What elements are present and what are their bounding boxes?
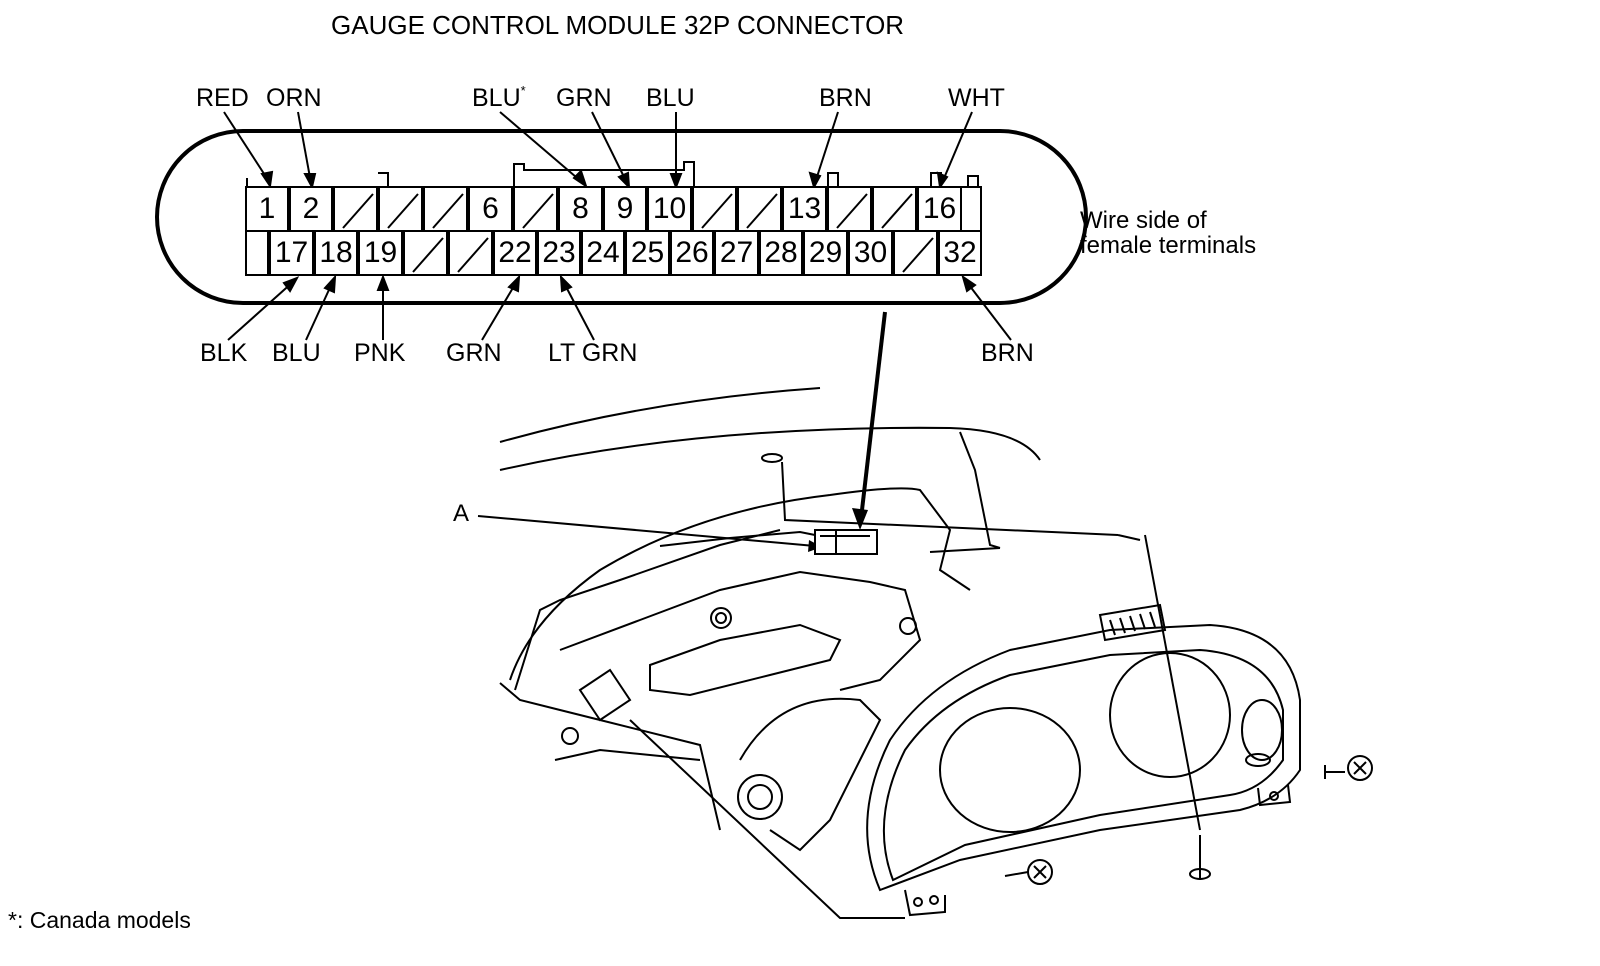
top-leaders	[223, 111, 973, 190]
wire-label-brn: BRN	[981, 339, 1034, 367]
callout-a: A	[453, 500, 470, 527]
footnote: *: Canada models	[8, 907, 191, 933]
terminal-empty	[403, 230, 448, 276]
terminal-empty	[692, 186, 737, 232]
terminal-1: 1	[245, 186, 289, 232]
wire-label-brn: BRN	[819, 84, 872, 112]
terminal-24: 24	[581, 230, 625, 276]
terminal-26: 26	[670, 230, 714, 276]
wire-label-blk: BLK	[200, 339, 248, 367]
wire-label-blu-canada: BLU*	[472, 83, 526, 112]
wire-label-lt-grn: LT GRN	[548, 339, 638, 367]
terminal-25: 25	[625, 230, 670, 276]
terminal-30: 30	[848, 230, 893, 276]
terminal-27: 27	[714, 230, 759, 276]
terminal-8: 8	[558, 186, 603, 232]
terminal-empty	[893, 230, 938, 276]
terminal-13: 13	[782, 186, 827, 232]
terminal-empty	[378, 186, 423, 232]
terminal-17: 17	[269, 230, 314, 276]
terminal-16: 16	[917, 186, 962, 232]
terminal-10: 10	[647, 186, 692, 232]
wire-label-wht: WHT	[948, 84, 1005, 112]
wire-label-grn: GRN	[556, 84, 612, 112]
connector-housing	[155, 129, 1088, 305]
terminal-28: 28	[759, 230, 803, 276]
terminal-23: 23	[537, 230, 581, 276]
dashboard-illustration	[499, 387, 1373, 919]
wire-label-orn: ORN	[266, 84, 322, 112]
wire-label-grn: GRN	[446, 339, 502, 367]
terminal-empty	[872, 186, 917, 232]
terminal-empty	[448, 230, 493, 276]
bottom-leaders	[227, 274, 1012, 341]
view-label-line-1: Wire side of	[1080, 207, 1207, 234]
terminal-6: 6	[468, 186, 513, 232]
terminal-empty	[333, 186, 378, 232]
terminal-9: 9	[603, 186, 647, 232]
wire-label-pnk: PNK	[354, 339, 406, 367]
terminal-empty	[423, 186, 468, 232]
terminal-2: 2	[289, 186, 333, 232]
terminal-32: 32	[938, 230, 982, 276]
wire-label-red: RED	[196, 84, 249, 112]
terminal-empty	[513, 186, 558, 232]
terminal-29: 29	[803, 230, 848, 276]
terminal-22: 22	[493, 230, 537, 276]
diagram-title: GAUGE CONTROL MODULE 32P CONNECTOR	[331, 10, 905, 40]
terminal-block-edge	[962, 186, 982, 232]
terminal-19: 19	[358, 230, 403, 276]
wire-label-blu: BLU	[646, 84, 695, 112]
view-label-line-2: female terminals	[1080, 232, 1257, 259]
terminal-empty	[827, 186, 872, 232]
terminal-block-edge	[245, 230, 269, 276]
wire-label-blu: BLU	[272, 339, 321, 367]
terminal-empty	[737, 186, 782, 232]
connector-notches	[246, 161, 979, 186]
terminal-18: 18	[314, 230, 358, 276]
